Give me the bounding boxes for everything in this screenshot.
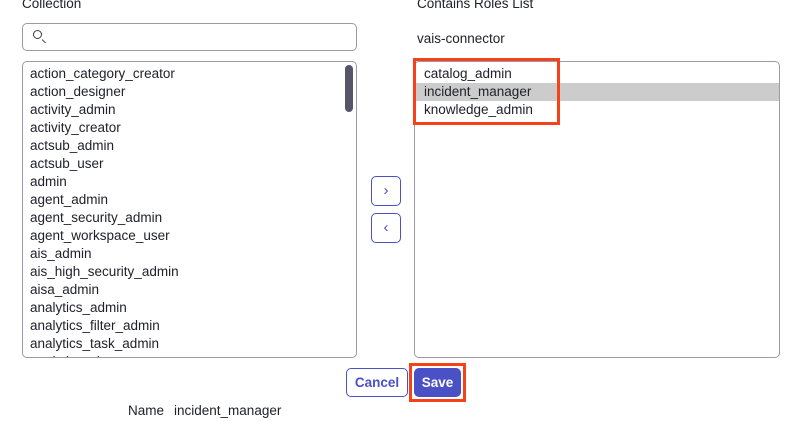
collection-list-item[interactable]: activity_admin [30, 102, 116, 117]
search-icon [33, 29, 48, 45]
roles-list-item[interactable]: knowledge_admin [424, 102, 533, 117]
collection-list-item[interactable]: activity_creator [30, 120, 121, 135]
name-value: incident_manager [174, 403, 282, 418]
footer-name-row: Name incident_manager [128, 403, 281, 419]
collection-list-item[interactable]: admin [30, 174, 67, 189]
collection-scrollbar-thumb[interactable] [345, 65, 353, 112]
collection-scrollbar[interactable] [343, 63, 355, 356]
save-button[interactable]: Save [414, 368, 461, 397]
cancel-button[interactable]: Cancel [346, 368, 408, 397]
search-input[interactable] [48, 28, 348, 46]
collection-list-item[interactable]: agent_security_admin [30, 210, 163, 225]
collection-list-item[interactable]: ais_high_security_admin [30, 264, 179, 279]
collection-label: Collection [22, 0, 82, 11]
search-field[interactable] [22, 23, 357, 51]
collection-list-item[interactable]: agent_workspace_user [30, 228, 170, 243]
collection-list-item[interactable]: analytics_admin [30, 300, 127, 315]
move-left-button[interactable]: ‹ [371, 213, 401, 243]
move-right-button[interactable]: › [371, 176, 401, 206]
collection-list-item[interactable]: action_designer [30, 84, 126, 99]
collection-list-item[interactable]: aisa_admin [30, 282, 100, 297]
collection-list-item[interactable]: agent_admin [30, 192, 109, 207]
collection-list-item[interactable]: analytics_task_admin [30, 336, 160, 351]
contains-roles-list-label: Contains Roles List [417, 0, 534, 11]
collection-list-item[interactable]: actsub_admin [30, 138, 115, 153]
collection-list-item[interactable]: analytics_viewer [30, 353, 356, 357]
roles-list-item[interactable]: incident_manager [415, 83, 779, 101]
collection-list-item[interactable]: ais_admin [30, 246, 92, 261]
collection-list-item[interactable]: action_category_creator [30, 66, 175, 81]
collection-list-item[interactable]: actsub_user [30, 156, 104, 171]
collection-list-item[interactable]: analytics_filter_admin [30, 318, 160, 333]
roles-list-item[interactable]: catalog_admin [424, 66, 512, 81]
name-label: Name [128, 403, 165, 418]
selected-collection-value: vais-connector [417, 31, 505, 46]
